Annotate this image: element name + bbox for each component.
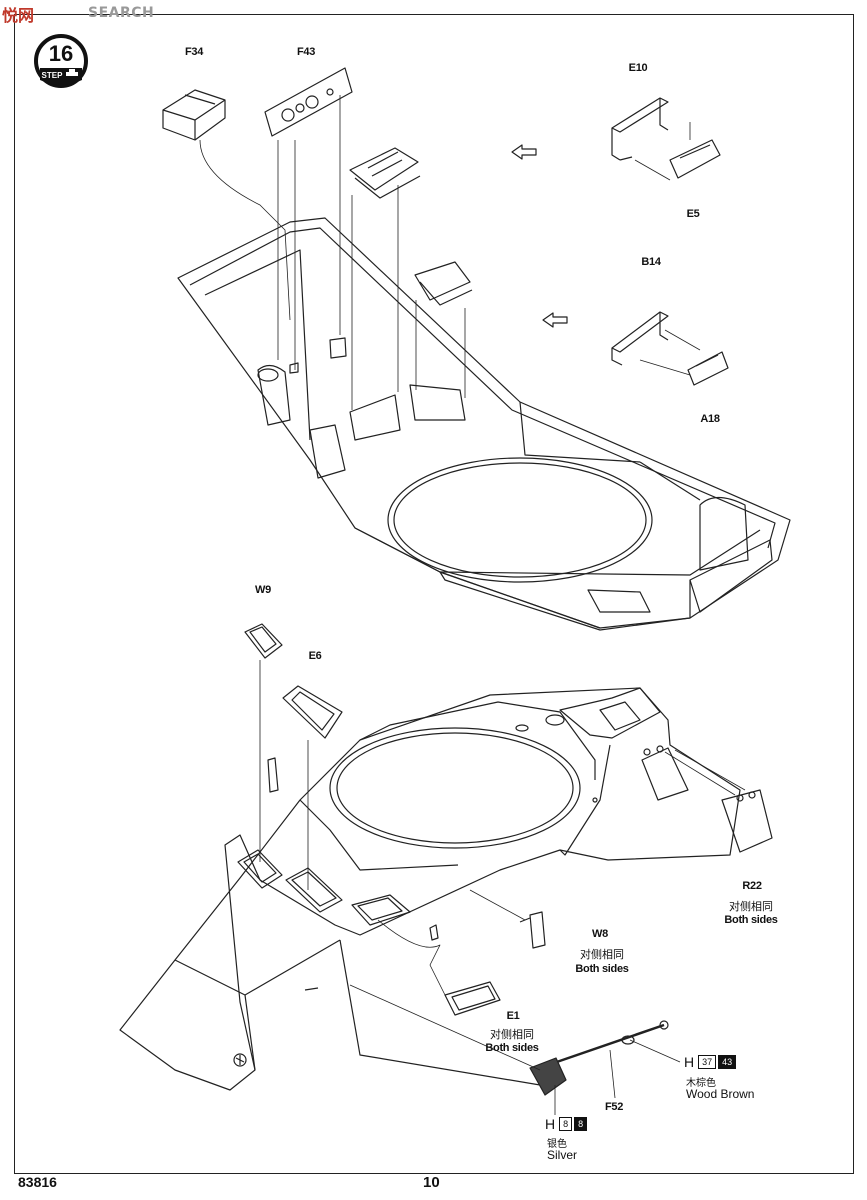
label-b14: B14 xyxy=(641,256,661,268)
tank-icon xyxy=(66,69,78,76)
part-w8-drawing xyxy=(519,911,546,949)
paint-code-secondary: 43 xyxy=(718,1055,737,1069)
label-e1: E1 xyxy=(506,1010,520,1022)
label-w8: W8 xyxy=(592,928,608,940)
label-f34: F34 xyxy=(184,46,204,58)
e1-both-sides-en: Both sides xyxy=(485,1042,539,1054)
part-b14-a18-drawing xyxy=(611,311,729,386)
step-badge: 16 STEP xyxy=(34,34,88,88)
paint-name-en-wood: Wood Brown xyxy=(686,1087,755,1101)
step-label: STEP xyxy=(42,71,64,80)
part-f52-drawing xyxy=(529,1020,669,1096)
label-w9: W9 xyxy=(255,584,271,596)
paint-code-primary: 8 xyxy=(559,1117,573,1131)
w8-both-sides-cn: 对侧相同 xyxy=(580,948,624,961)
w8-both-sides-en: Both sides xyxy=(575,963,629,975)
paint-callout-wood-brown: H 37 43 xyxy=(684,1054,737,1070)
label-e5: E5 xyxy=(686,208,700,220)
page-frame xyxy=(14,14,854,1174)
part-e6-drawing xyxy=(282,685,343,739)
watermark-brand: SEARCH xyxy=(88,5,155,21)
paint-letter: H xyxy=(545,1116,556,1132)
paint-name-cn-wood: 木棕色 xyxy=(686,1078,716,1089)
paint-callout-silver: H 8 8 xyxy=(545,1116,588,1132)
label-a18: A18 xyxy=(700,413,720,425)
part-e1-drawing xyxy=(444,981,501,1016)
watermark-logo: 悦网 xyxy=(2,6,35,25)
r22-both-sides-en: Both sides xyxy=(724,914,778,926)
upper-hull-interior xyxy=(177,217,791,631)
label-e6: E6 xyxy=(308,650,322,662)
watermark: 悦网 SEARCH xyxy=(0,0,175,36)
hatch-upper-1 xyxy=(349,147,421,199)
part-r22-drawing xyxy=(641,745,773,853)
e1-both-sides-cn: 对侧相同 xyxy=(490,1028,534,1041)
paint-code-secondary: 8 xyxy=(574,1117,588,1131)
page-number: 10 xyxy=(423,1174,440,1191)
r22-both-sides-cn: 对侧相同 xyxy=(729,900,773,913)
label-e10: E10 xyxy=(628,62,648,74)
kit-code: 83816 xyxy=(18,1174,57,1190)
paint-name-cn-silver: 银色 xyxy=(547,1139,567,1150)
part-f34-drawing xyxy=(162,89,226,141)
paint-letter: H xyxy=(684,1054,695,1070)
label-r22: R22 xyxy=(742,880,762,892)
part-w9-drawing xyxy=(244,623,283,659)
hatch-upper-2 xyxy=(414,261,473,306)
label-f43: F43 xyxy=(296,46,316,58)
step-number: 16 xyxy=(49,41,73,66)
lower-hull-exterior xyxy=(119,687,741,1091)
paint-code-primary: 37 xyxy=(698,1055,717,1069)
part-e10-e5-drawing xyxy=(611,97,721,179)
paint-name-en-silver: Silver xyxy=(547,1148,578,1162)
part-f43-drawing xyxy=(264,67,353,137)
label-f52: F52 xyxy=(604,1101,624,1113)
